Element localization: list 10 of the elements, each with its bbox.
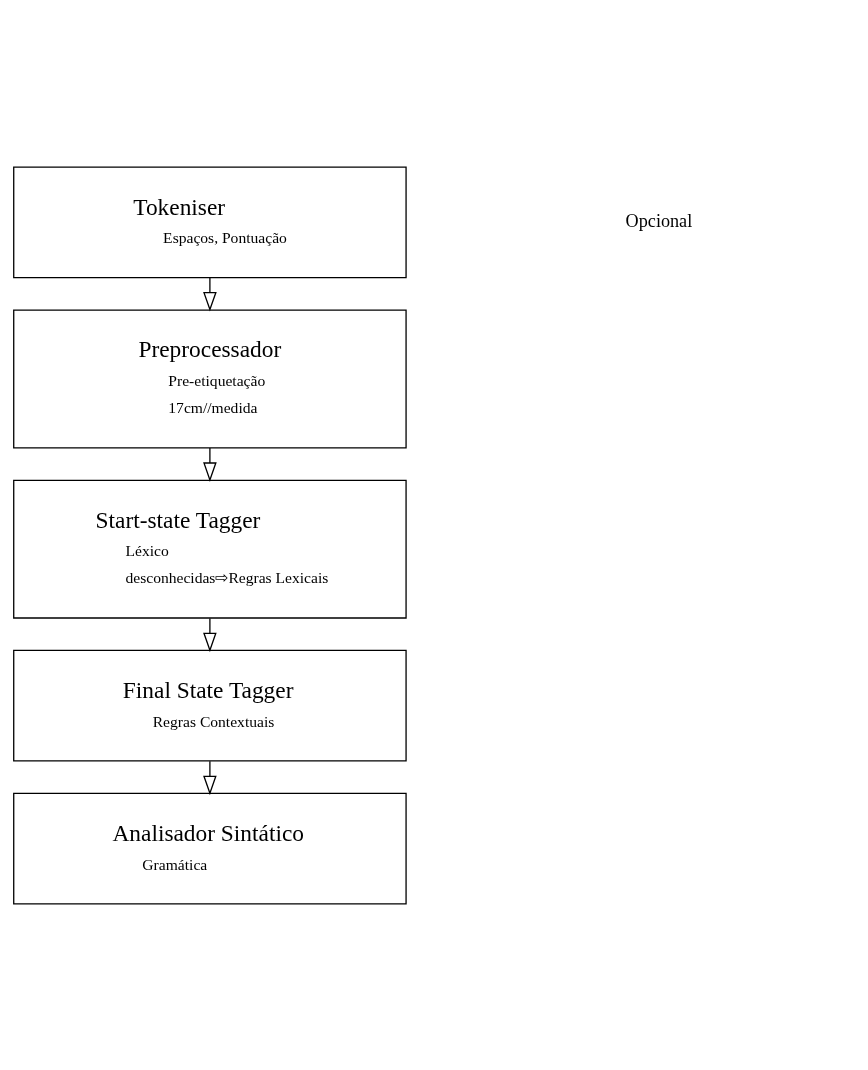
arrow xyxy=(203,617,217,652)
arrow xyxy=(203,760,217,795)
label: Opcional xyxy=(625,210,693,231)
arrow xyxy=(203,446,217,482)
arrow xyxy=(203,276,217,312)
node-box: Start-state Tagger Léxico desconhecidas⇨Regras Lexicais xyxy=(13,479,407,619)
node-box: Tokeniser Espaços, Pontuação xyxy=(13,166,407,278)
node-box: Final State Tagger Regras Contextuais xyxy=(13,649,407,762)
node-box: Preprocessador Pre-etiquetação 17cm//medida xyxy=(13,308,407,448)
node-box: Analisador Sintático Gramática xyxy=(13,792,407,904)
